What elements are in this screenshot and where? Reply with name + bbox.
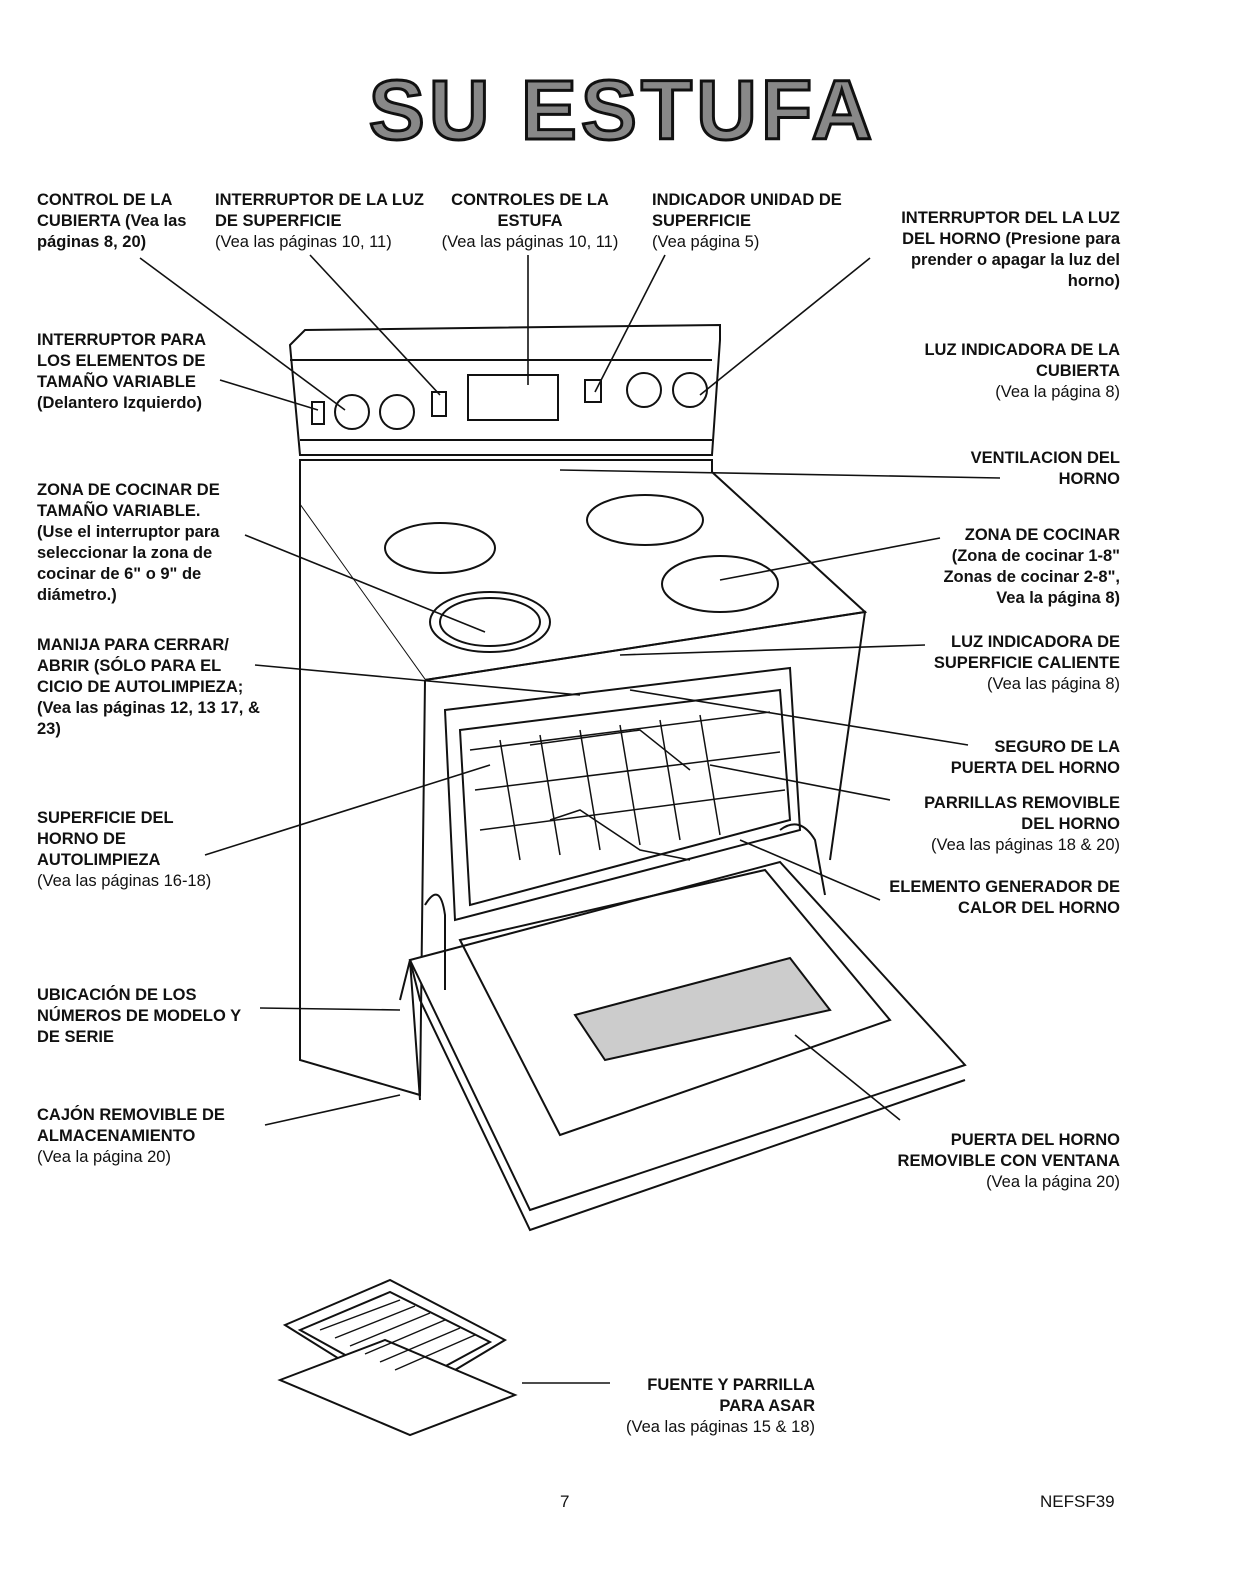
label-interruptor-luz-superficie: INTERRUPTOR DE LA LUZ DE SUPERFICIE (Vea…	[215, 191, 424, 251]
size-switch	[311, 401, 325, 425]
door-handle-right	[779, 823, 826, 896]
burner-right-rear	[586, 494, 704, 546]
page-number: 7	[560, 1492, 570, 1511]
broiler-pan	[277, 1278, 518, 1437]
document-code: NEFSF39	[1040, 1492, 1115, 1511]
label-zona-cocinar: ZONA DE COCINAR (Zona de cocinar 1-8" Zo…	[943, 526, 1120, 607]
light-switch	[431, 391, 447, 417]
door-window	[573, 956, 832, 1062]
label-ubicacion-numeros: UBICACIÓN DE LOS NÚMEROS DE MODELO Y DE …	[37, 986, 241, 1046]
burner-left-front	[429, 591, 551, 653]
burner-left-rear	[384, 522, 496, 574]
storage-drawer	[399, 959, 421, 1101]
label-elemento-generador: ELEMENTO GENERADOR DE CALOR DEL HORNO	[889, 878, 1120, 917]
knob-1	[334, 394, 370, 430]
label-interruptor-luz-horno: INTERRUPTOR DEL LA LUZ DEL HORNO (Presio…	[901, 209, 1120, 290]
control-panel	[467, 374, 559, 421]
unit-indicator	[584, 379, 602, 403]
label-manija: MANIJA PARA CERRAR/ ABRIR (SÓLO PARA EL …	[37, 636, 260, 738]
label-fuente-parrilla: FUENTE Y PARRILLA PARA ASAR (Vea las pág…	[626, 1376, 815, 1436]
label-parrillas: PARRILLAS REMOVIBLE DEL HORNO (Vea las p…	[924, 794, 1120, 854]
label-seguro-puerta: SEGURO DE LA PUERTA DEL HORNO	[950, 738, 1120, 777]
label-ventilacion: VENTILACION DEL HORNO	[970, 449, 1120, 488]
door-handle-left	[424, 893, 446, 990]
oven-cavity	[443, 666, 802, 922]
label-luz-superficie-caliente: LUZ INDICADORA DE SUPERFICIE CALIENTE (V…	[933, 633, 1120, 693]
backguard	[288, 323, 721, 456]
label-indicador-unidad: INDICADOR UNIDAD DE SUPERFICIE (Vea pági…	[652, 191, 842, 251]
label-interruptor-elementos: INTERRUPTOR PARA LOS ELEMENTOS DE TAMAÑO…	[37, 331, 206, 412]
label-cajon: CAJÓN REMOVIBLE DE ALMACENAMIENTO (Vea l…	[37, 1106, 225, 1166]
knob-2	[379, 394, 415, 430]
label-zona-variable: ZONA DE COCINAR DE TAMAÑO VARIABLE. (Use…	[37, 481, 220, 604]
burner-right-front	[661, 555, 779, 613]
label-luz-indicadora-cubierta: LUZ INDICADORA DE LA CUBIERTA (Vea la pá…	[924, 341, 1120, 401]
label-puerta-horno: PUERTA DEL HORNO REMOVIBLE CON VENTANA (…	[897, 1131, 1120, 1191]
cabinet	[299, 505, 426, 1097]
label-superficie-horno: SUPERFICIE DEL HORNO DE AUTOLIMPIEZA (Ve…	[37, 809, 212, 890]
page-title: SU ESTUFA	[367, 62, 877, 159]
oven-racks	[469, 711, 786, 861]
knob-3	[626, 372, 662, 408]
label-controles-estufa: CONTROLES DE LA ESTUFA (Vea las páginas …	[441, 191, 619, 251]
leader-lines	[139, 254, 1001, 1384]
label-control-cubierta: CONTROL DE LA CUBIERTA (Vea las páginas …	[37, 191, 187, 251]
